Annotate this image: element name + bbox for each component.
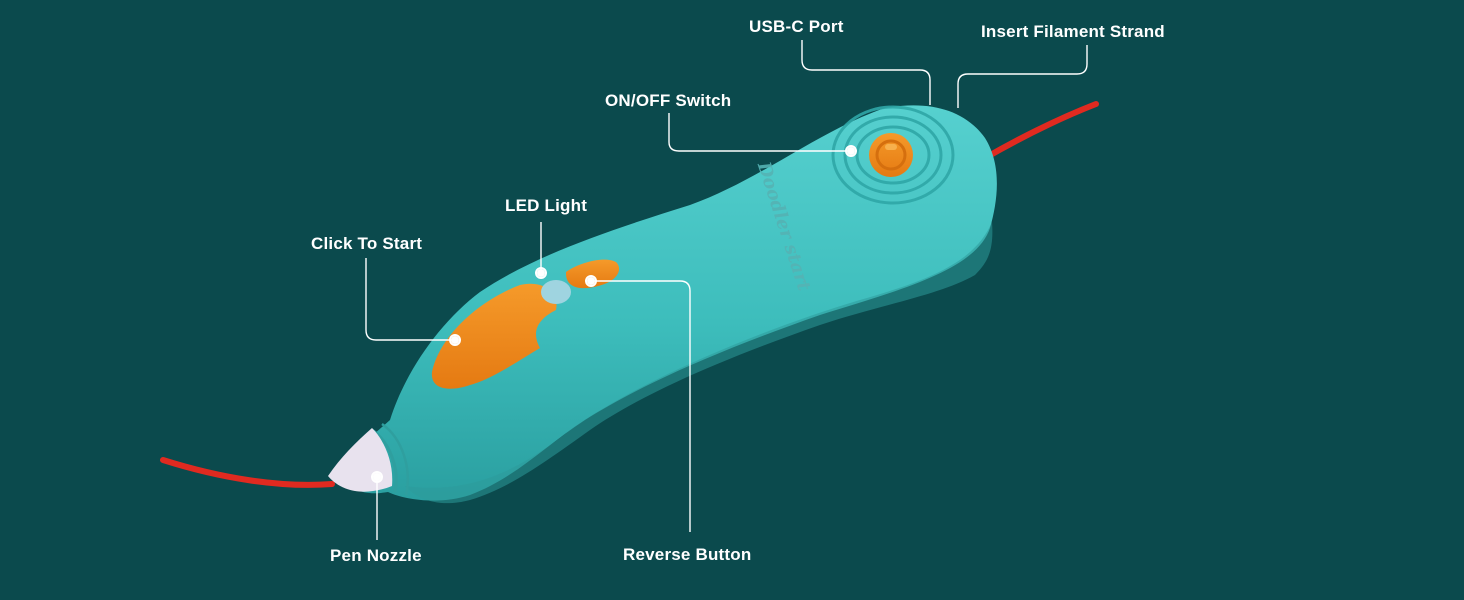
on-off-switch-label: ON/OFF Switch bbox=[605, 91, 732, 110]
click-leader bbox=[365, 258, 455, 341]
grip-rings bbox=[831, 105, 955, 205]
usb-c-port-label: USB-C Port bbox=[749, 17, 844, 36]
filament-leader bbox=[957, 45, 1088, 108]
pen-nozzle-label: Pen Nozzle bbox=[330, 546, 422, 565]
usb-c-leader bbox=[801, 40, 931, 105]
leader-dots bbox=[373, 147, 855, 481]
led-light-label: LED Light bbox=[505, 196, 588, 215]
insert-filament-label: Insert Filament Strand bbox=[981, 22, 1165, 41]
filament-strand-front bbox=[160, 457, 335, 488]
reverse-leader bbox=[591, 280, 691, 532]
filament-strand-back bbox=[982, 101, 1099, 161]
led-light bbox=[541, 280, 571, 304]
on-off-leader bbox=[668, 113, 850, 152]
click-to-start-button bbox=[431, 283, 557, 389]
reverse-button-label: Reverse Button bbox=[623, 545, 752, 564]
click-to-start-label: Click To Start bbox=[311, 234, 423, 253]
pen-body-shadow bbox=[405, 222, 993, 504]
leader-lines bbox=[365, 40, 1088, 540]
on-off-switch bbox=[869, 133, 913, 177]
pen-body bbox=[338, 105, 997, 501]
